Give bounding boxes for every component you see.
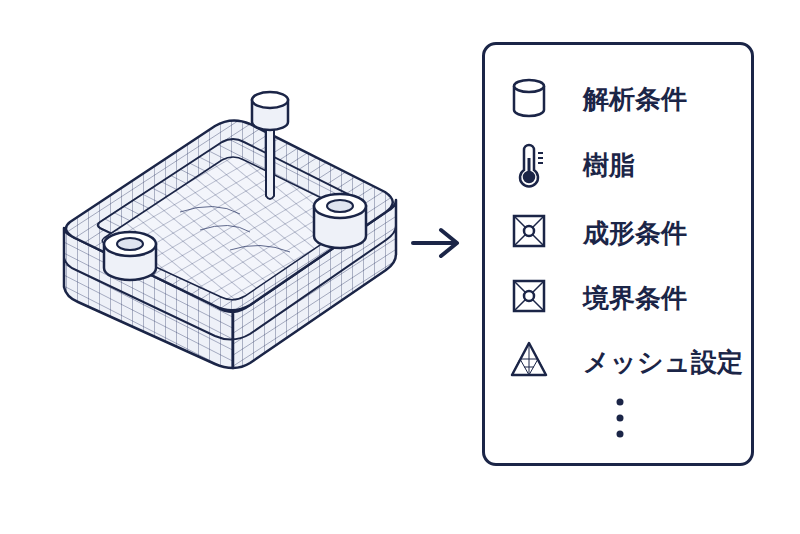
setting-label: 樹脂 bbox=[583, 150, 635, 181]
mesh-icon bbox=[512, 343, 546, 375]
mold-rim bbox=[66, 120, 393, 310]
boundary-icon bbox=[514, 281, 544, 311]
setting-label: 境界条件 bbox=[583, 283, 687, 314]
settings-panel: 解析条件樹脂成形条件境界条件メッシュ設定 bbox=[482, 42, 754, 466]
setting-label: メッシュ設定 bbox=[583, 347, 743, 378]
left-boss bbox=[104, 232, 156, 280]
thermometer-icon bbox=[520, 145, 543, 186]
right-boss bbox=[314, 194, 366, 248]
flow-arrow bbox=[413, 230, 457, 256]
flow-lines bbox=[180, 206, 290, 252]
setting-label: 解析条件 bbox=[583, 84, 687, 115]
sprue bbox=[252, 92, 288, 199]
setting-label: 成形条件 bbox=[583, 218, 687, 249]
boundary-icon bbox=[514, 216, 544, 246]
cylinder-icon bbox=[514, 80, 544, 116]
more-dots bbox=[617, 399, 624, 438]
